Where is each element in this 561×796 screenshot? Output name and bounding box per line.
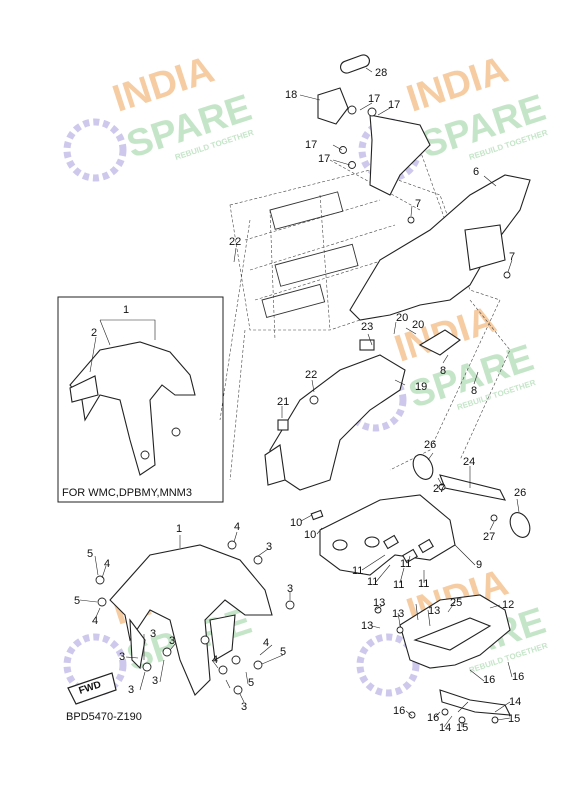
callout-17: 17	[305, 139, 317, 151]
callout-8: 8	[471, 385, 477, 397]
callout-21: 21	[277, 396, 289, 408]
callout-4: 4	[104, 558, 110, 570]
callout-11: 11	[418, 578, 429, 590]
callout-9: 9	[476, 559, 482, 571]
callout-3: 3	[169, 635, 175, 647]
callout-12: 12	[502, 599, 514, 611]
arrow-icon	[67, 672, 117, 705]
callout-20: 20	[396, 312, 408, 324]
callout-11: 11	[400, 558, 411, 570]
callout-17: 17	[368, 93, 380, 105]
callout-14: 14	[439, 722, 451, 734]
callout-13: 13	[392, 608, 404, 620]
callout-27: 27	[483, 531, 495, 543]
variant-inset: FOR WMC,DPBMY,MNM3	[57, 296, 224, 503]
callout-13: 13	[361, 620, 373, 632]
callout-18: 18	[285, 89, 297, 101]
callout-16: 16	[393, 705, 405, 717]
callout-26: 26	[424, 439, 436, 451]
callout-3: 3	[150, 628, 156, 640]
callout-6: 6	[473, 166, 479, 178]
callout-2: 2	[91, 327, 97, 339]
wrench-gear-icon	[356, 633, 420, 697]
callout-1: 1	[123, 304, 129, 316]
callout-3: 3	[119, 651, 125, 663]
callout-17: 17	[318, 153, 330, 165]
inner-rear-fender	[264, 339, 406, 491]
callout-5: 5	[280, 646, 286, 658]
callout-3: 3	[241, 701, 247, 713]
callout-23: 23	[361, 321, 373, 333]
inset-caption: FOR WMC,DPBMY,MNM3	[62, 487, 192, 499]
grip-part-28	[339, 54, 371, 74]
frame-outline	[219, 149, 511, 481]
callout-15: 15	[508, 713, 520, 725]
callout-5: 5	[74, 595, 80, 607]
callout-11: 11	[367, 576, 378, 588]
callout-22: 22	[305, 369, 317, 381]
callout-7: 7	[509, 251, 515, 263]
watermark-top: INDIA SPARE REBUILD TOGETHER	[63, 49, 257, 182]
callout-19: 19	[415, 381, 427, 393]
tail-mudguard	[374, 594, 511, 724]
callout-24: 24	[463, 456, 475, 468]
front-fender	[95, 540, 295, 696]
callout-16: 16	[427, 712, 439, 724]
callout-27: 27	[433, 483, 445, 495]
callout-25: 25	[450, 597, 462, 609]
callout-15: 15	[456, 722, 468, 734]
callout-3: 3	[287, 583, 293, 595]
callout-17: 17	[388, 99, 400, 111]
callout-11: 11	[393, 579, 404, 591]
wrench-gear-icon	[63, 118, 127, 182]
callout-13: 13	[428, 605, 440, 617]
fwd-arrow: FWD	[67, 672, 117, 705]
callout-4: 4	[234, 521, 240, 533]
callout-26: 26	[514, 487, 526, 499]
callout-14: 14	[509, 696, 521, 708]
callout-28: 28	[375, 67, 387, 79]
callout-11: 11	[352, 565, 363, 577]
callout-3: 3	[128, 684, 134, 696]
callout-3: 3	[152, 675, 158, 687]
callout-5: 5	[87, 548, 93, 560]
callout-10: 10	[304, 529, 316, 541]
callout-22: 22	[229, 236, 241, 248]
license-reflector-bracket	[412, 454, 531, 538]
grab-bar-bracket	[317, 54, 431, 196]
callout-20: 20	[412, 319, 424, 331]
callout-4: 4	[92, 615, 98, 627]
callout-4: 4	[263, 637, 269, 649]
diagram-code: BPD5470-Z190	[66, 711, 142, 723]
callout-16: 16	[512, 671, 524, 683]
callout-3: 3	[266, 541, 272, 553]
callout-8: 8	[440, 365, 446, 377]
inset-border	[57, 296, 224, 503]
leader-lines	[79, 67, 520, 728]
callout-16: 16	[483, 674, 495, 686]
callout-10: 10	[290, 517, 302, 529]
callout-7: 7	[415, 198, 421, 210]
rear-fender-lower	[310, 494, 456, 576]
callout-13: 13	[373, 597, 385, 609]
callout-5: 5	[248, 677, 254, 689]
callout-1: 1	[176, 523, 182, 535]
callout-labels: 28 18 17 17 17 17 6 7 7 22 1 2 20 20 23 …	[74, 67, 526, 734]
callout-4: 4	[212, 654, 218, 666]
rear-seat-cowl	[349, 174, 531, 356]
